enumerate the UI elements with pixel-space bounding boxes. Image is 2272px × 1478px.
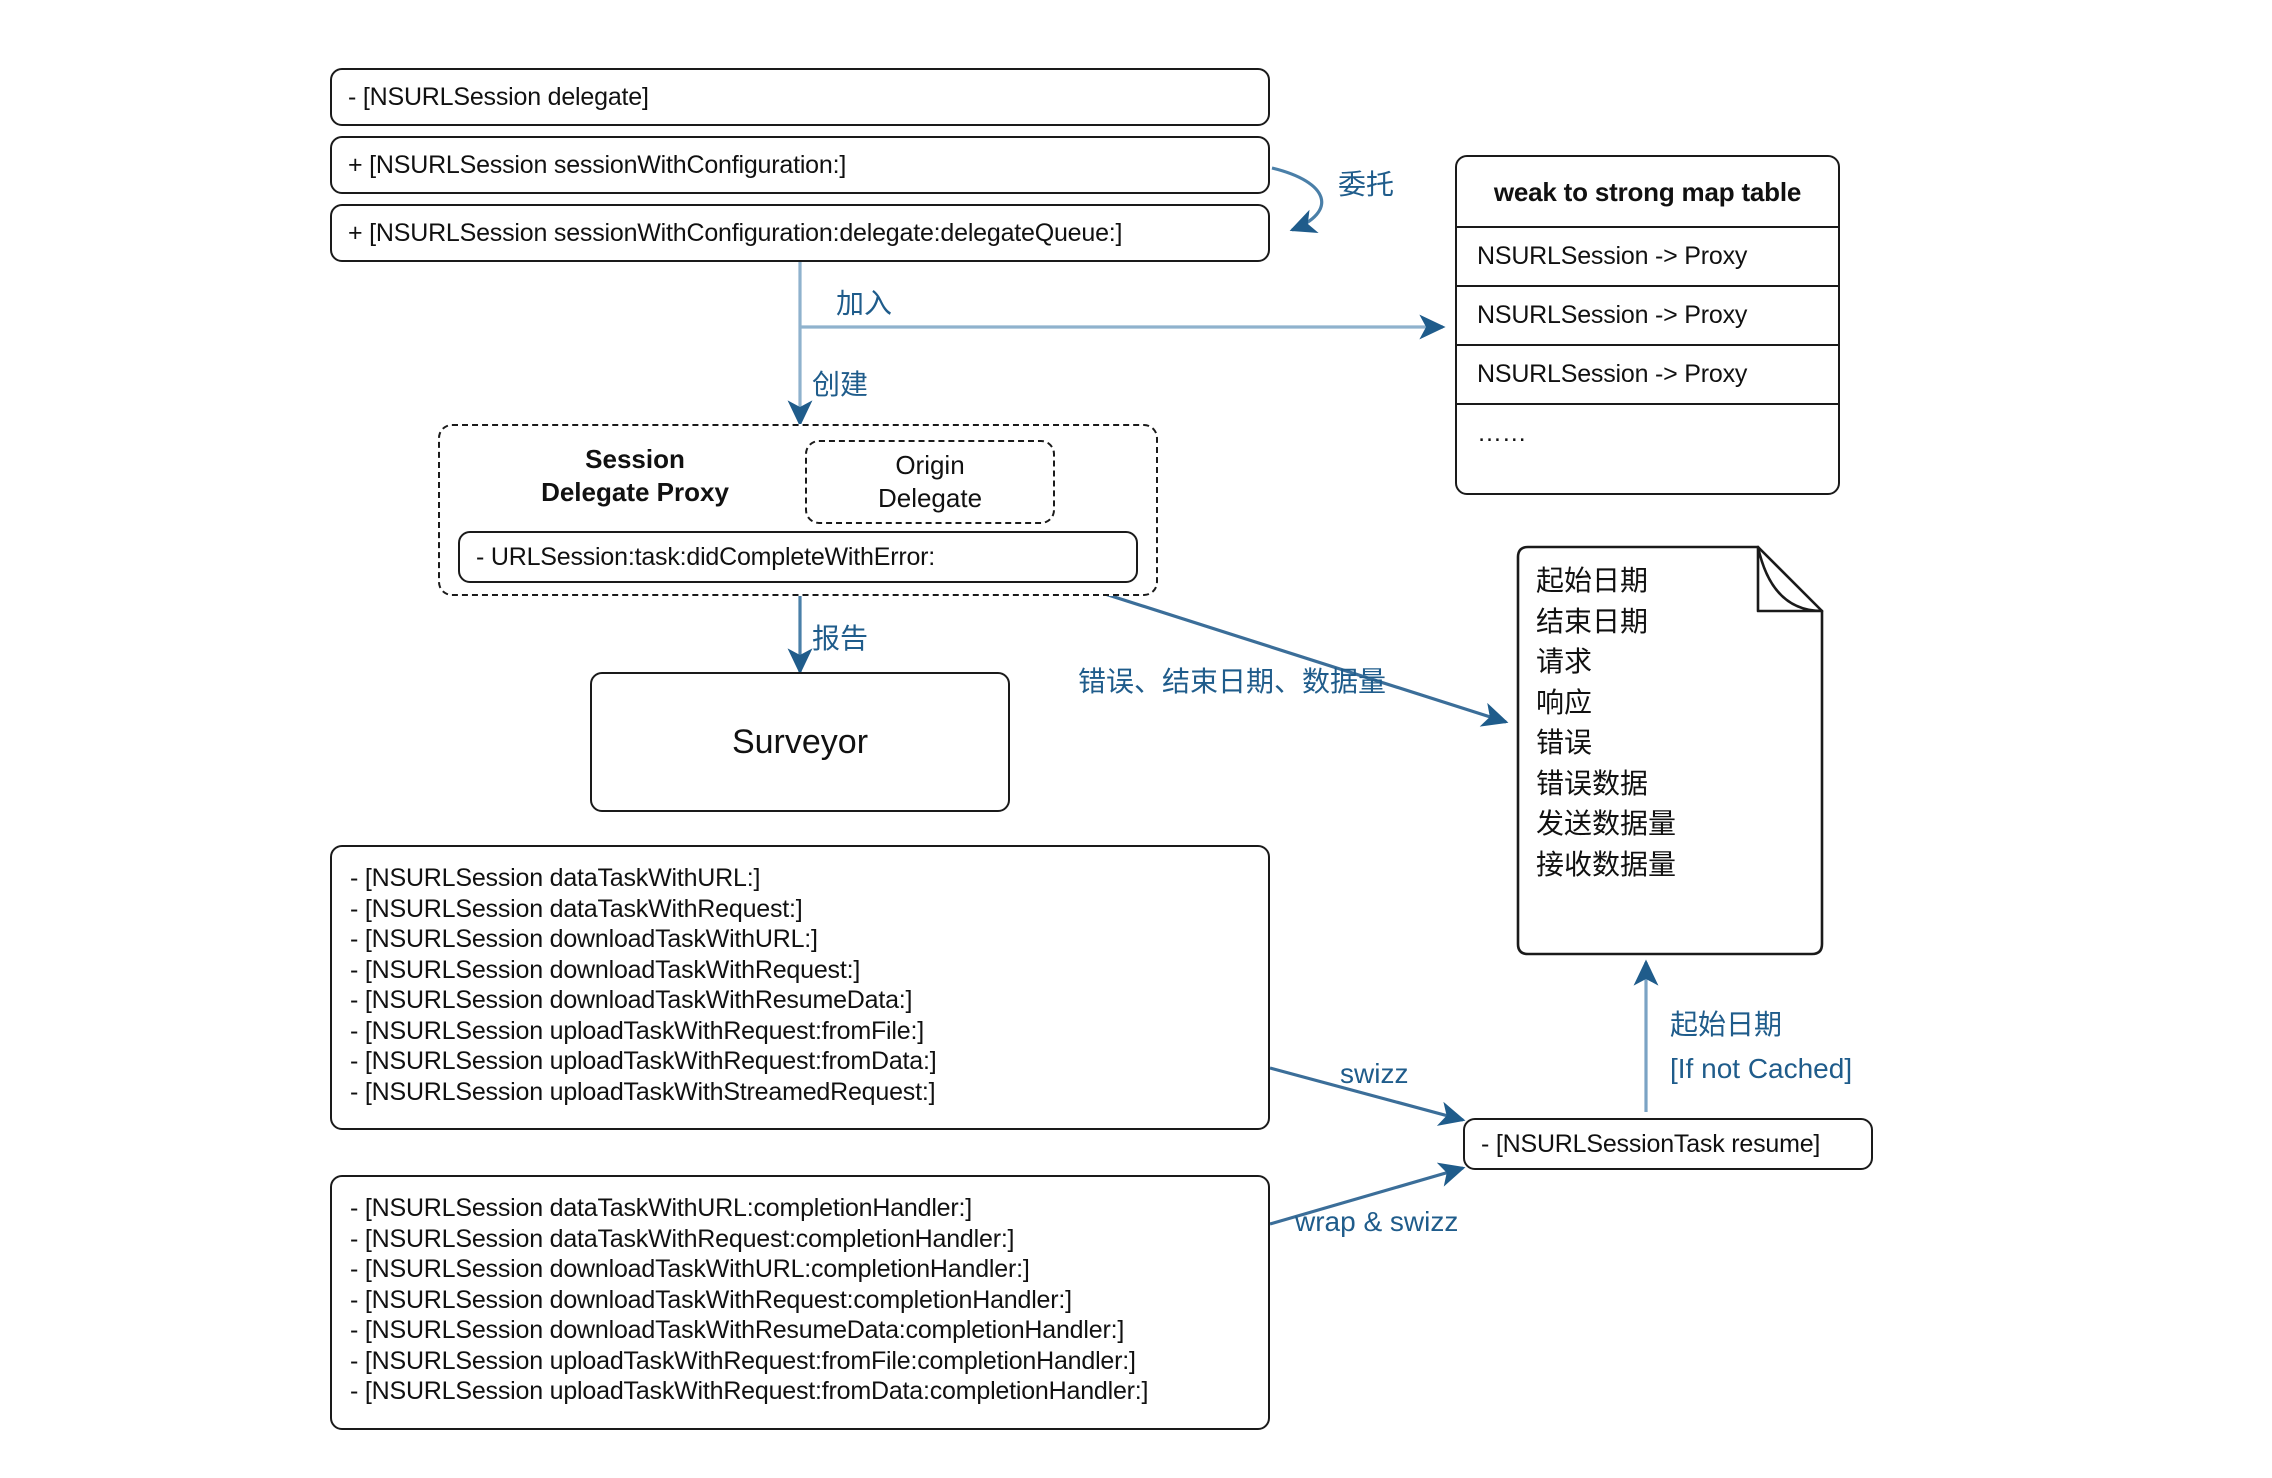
resume-label: - [NSURLSessionTask resume] (1481, 1129, 1821, 1158)
handler-method-line[interactable]: - [NSURLSession downloadTaskWithRequest:… (350, 1285, 1072, 1314)
surveyor-box[interactable]: Surveyor (590, 672, 1010, 812)
note-shape (1516, 545, 1824, 956)
session-method-label: - [NSURLSession delegate] (348, 82, 649, 111)
session-method-delegate[interactable]: - [NSURLSession delegate] (330, 68, 1270, 126)
task-method-line[interactable]: - [NSURLSession uploadTaskWithRequest:fr… (350, 1016, 924, 1045)
handler-method-line[interactable]: - [NSURLSession downloadTaskWithURL:comp… (350, 1255, 1030, 1283)
proxy-method-label: - URLSession:task:didCompleteWithError: (476, 542, 936, 571)
proxy-title-line1: Session (585, 444, 685, 474)
annotation-error-end-data: 错误、结束日期、数据量 (1078, 666, 1387, 697)
metrics-note: 起始日期 结束日期 请求 响应 错误 错误数据 发送数据量 接收数据量 (1510, 543, 1830, 958)
note-line-list: 起始日期 结束日期 请求 响应 错误 错误数据 发送数据量 接收数据量 (1536, 561, 1676, 885)
task-creation-methods-box: - [NSURLSession dataTaskWithURL:] - [NSU… (330, 845, 1270, 1130)
weak-to-strong-map-table: weak to strong map table NSURLSession ->… (1455, 155, 1840, 495)
map-table-row[interactable]: NSURLSession -> Proxy (1457, 228, 1838, 287)
map-table-row-ellipsis: …… (1477, 419, 1527, 447)
handler-method-line[interactable]: - [NSURLSession dataTaskWithURL:completi… (350, 1194, 973, 1222)
map-table-row[interactable]: NSURLSession -> Proxy (1457, 287, 1838, 346)
annotation-delegate: 委托 (1338, 169, 1395, 200)
map-table-header: weak to strong map table (1457, 157, 1838, 228)
note-line: 错误数据 (1536, 767, 1649, 799)
session-method-label: + [NSURLSession sessionWithConfiguration… (348, 218, 1123, 247)
task-method-line[interactable]: - [NSURLSession downloadTaskWithRequest:… (350, 955, 861, 984)
annotation-swizz: swizz (1340, 1058, 1409, 1089)
completion-handler-methods-box: - [NSURLSession dataTaskWithURL:completi… (330, 1175, 1270, 1430)
annotation-wrap-swizz: wrap & swizz (1295, 1206, 1459, 1237)
handler-method-line[interactable]: - [NSURLSession uploadTaskWithRequest:fr… (350, 1377, 1149, 1405)
session-delegate-proxy-title: Session Delegate Proxy (500, 443, 770, 509)
task-method-line[interactable]: - [NSURLSession downloadTaskWithResumeDa… (350, 986, 913, 1014)
annotation-if-not-cached: [If not Cached] (1670, 1053, 1853, 1084)
note-line: 错误 (1536, 727, 1593, 758)
annotation-join: 加入 (836, 288, 893, 319)
task-method-line[interactable]: - [NSURLSession downloadTaskWithURL:] (350, 925, 818, 953)
session-task-resume-box[interactable]: - [NSURLSessionTask resume] (1463, 1118, 1873, 1170)
task-method-line[interactable]: - [NSURLSession uploadTaskWithStreamedRe… (350, 1077, 936, 1106)
handler-method-line[interactable]: - [NSURLSession dataTaskWithRequest:comp… (350, 1224, 1015, 1253)
origin-delegate-line2: Delegate (877, 483, 983, 513)
session-method-label: + [NSURLSession sessionWithConfiguration… (348, 150, 847, 179)
annotation-start-date: 起始日期 (1670, 1009, 1783, 1040)
note-line: 结束日期 (1536, 605, 1649, 637)
origin-delegate-box[interactable]: Origin Delegate (805, 440, 1055, 524)
task-method-line[interactable]: - [NSURLSession dataTaskWithURL:] (350, 864, 761, 892)
proxy-title-line2: Delegate Proxy (541, 477, 729, 507)
session-method-session-with-configuration-delegate[interactable]: + [NSURLSession sessionWithConfiguration… (330, 204, 1270, 262)
handler-method-line[interactable]: - [NSURLSession uploadTaskWithRequest:fr… (350, 1346, 1136, 1375)
connector-delegate (1271, 166, 1324, 233)
proxy-did-complete-method[interactable]: - URLSession:task:didCompleteWithError: (458, 531, 1138, 583)
note-line: 起始日期 (1536, 565, 1649, 596)
note-line: 响应 (1536, 686, 1593, 718)
surveyor-label: Surveyor (731, 722, 869, 761)
annotation-create: 创建 (812, 369, 869, 400)
map-table-row[interactable]: NSURLSession -> Proxy (1457, 346, 1838, 405)
annotation-report: 报告 (812, 623, 869, 654)
task-method-line[interactable]: - [NSURLSession uploadTaskWithRequest:fr… (350, 1047, 937, 1075)
note-line: 接收数据量 (1536, 848, 1677, 880)
task-method-line[interactable]: - [NSURLSession dataTaskWithRequest:] (350, 894, 803, 923)
origin-delegate-line1: Origin (895, 450, 965, 480)
handler-method-line[interactable]: - [NSURLSession downloadTaskWithResumeDa… (350, 1316, 1125, 1344)
note-line: 请求 (1536, 646, 1593, 677)
connector-error-end-data (1054, 576, 1509, 727)
session-method-session-with-configuration[interactable]: + [NSURLSession sessionWithConfiguration… (330, 136, 1270, 194)
note-line: 发送数据量 (1536, 808, 1677, 839)
